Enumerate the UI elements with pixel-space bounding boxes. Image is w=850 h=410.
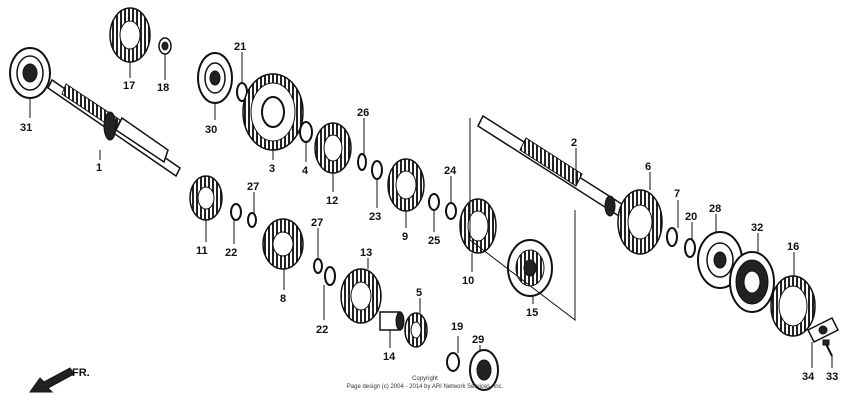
countershaft-2[interactable] <box>477 114 630 220</box>
sprocket-16[interactable] <box>770 275 816 337</box>
label-27-lower: 27 <box>311 217 323 229</box>
label-14: 14 <box>383 351 396 363</box>
label-4: 4 <box>302 165 309 177</box>
label-26: 26 <box>357 107 369 119</box>
gear-5[interactable] <box>404 312 428 348</box>
label-27-upper: 27 <box>247 181 259 193</box>
label-11: 11 <box>196 245 208 257</box>
hub-15[interactable] <box>507 239 553 297</box>
label-22-lower: 22 <box>316 324 328 336</box>
label-33: 33 <box>826 371 838 383</box>
gear-11[interactable] <box>189 175 223 221</box>
label-23: 23 <box>369 211 381 223</box>
label-2: 2 <box>571 137 577 149</box>
bushing-14[interactable] <box>379 311 405 331</box>
label-16: 16 <box>787 241 799 253</box>
gear-12[interactable] <box>314 122 352 174</box>
label-1: 1 <box>96 162 102 174</box>
label-15: 15 <box>526 307 538 319</box>
ring-7[interactable] <box>666 227 678 247</box>
mainshaft-1[interactable] <box>47 78 181 178</box>
label-31: 31 <box>20 122 32 134</box>
label-21: 21 <box>234 41 246 53</box>
gear-13[interactable] <box>340 268 382 324</box>
washer-20[interactable] <box>684 238 696 258</box>
gear-6[interactable] <box>617 189 663 255</box>
washer-23[interactable] <box>371 160 383 180</box>
oil-seal-32[interactable] <box>729 251 775 313</box>
front-arrow-label: FR. <box>72 367 90 379</box>
label-6: 6 <box>645 161 651 173</box>
label-32: 32 <box>751 222 763 234</box>
label-19: 19 <box>451 321 463 333</box>
label-34: 34 <box>802 371 815 383</box>
label-24: 24 <box>444 165 457 177</box>
gear-8[interactable] <box>262 218 304 270</box>
label-30: 30 <box>205 124 217 136</box>
shaft-bracket-outline <box>469 118 576 322</box>
plate-34[interactable] <box>806 316 840 344</box>
circlip-27-upper[interactable] <box>247 212 257 228</box>
label-28: 28 <box>709 203 721 215</box>
label-29: 29 <box>472 334 484 346</box>
gear-3[interactable] <box>242 73 304 151</box>
washer-19[interactable] <box>446 352 460 372</box>
bearing-31[interactable] <box>9 47 51 99</box>
label-8: 8 <box>280 293 286 305</box>
washer-18[interactable] <box>158 37 172 55</box>
gear-9[interactable] <box>387 158 425 212</box>
label-9: 9 <box>402 231 408 243</box>
label-22-upper: 22 <box>225 247 237 259</box>
label-18: 18 <box>157 82 169 94</box>
front-direction-arrow: FR. <box>29 367 90 393</box>
ring-24[interactable] <box>445 202 457 220</box>
washer-22-upper[interactable] <box>230 203 242 221</box>
copyright-line2: Page design (c) 2004 - 2014 by ARI Netwo… <box>347 384 504 390</box>
circlip-27-lower[interactable] <box>313 258 323 274</box>
copyright-notice: Copyright Page design (c) 2004 - 2014 by… <box>347 376 504 390</box>
label-17: 17 <box>123 80 135 92</box>
washer-22-lower[interactable] <box>324 266 336 286</box>
label-13: 13 <box>360 247 372 259</box>
bearing-29[interactable] <box>469 349 499 391</box>
label-12: 12 <box>326 195 338 207</box>
leader-lines <box>29 52 833 368</box>
part-labels: 31 1 17 18 21 30 3 4 12 26 23 9 25 24 10… <box>20 41 838 383</box>
copyright-line1: Copyright <box>412 376 438 382</box>
gear-10[interactable] <box>459 198 497 254</box>
bearing-30[interactable] <box>197 52 233 104</box>
label-5: 5 <box>416 287 422 299</box>
label-25: 25 <box>428 235 440 247</box>
bolt-33[interactable] <box>822 339 833 357</box>
washer-4[interactable] <box>299 121 313 143</box>
washer-25[interactable] <box>428 193 440 211</box>
label-7: 7 <box>674 188 680 200</box>
label-20: 20 <box>685 211 697 223</box>
label-10: 10 <box>462 275 474 287</box>
gear-17[interactable] <box>109 7 151 63</box>
circlip-26[interactable] <box>357 153 367 171</box>
label-3: 3 <box>269 163 275 175</box>
